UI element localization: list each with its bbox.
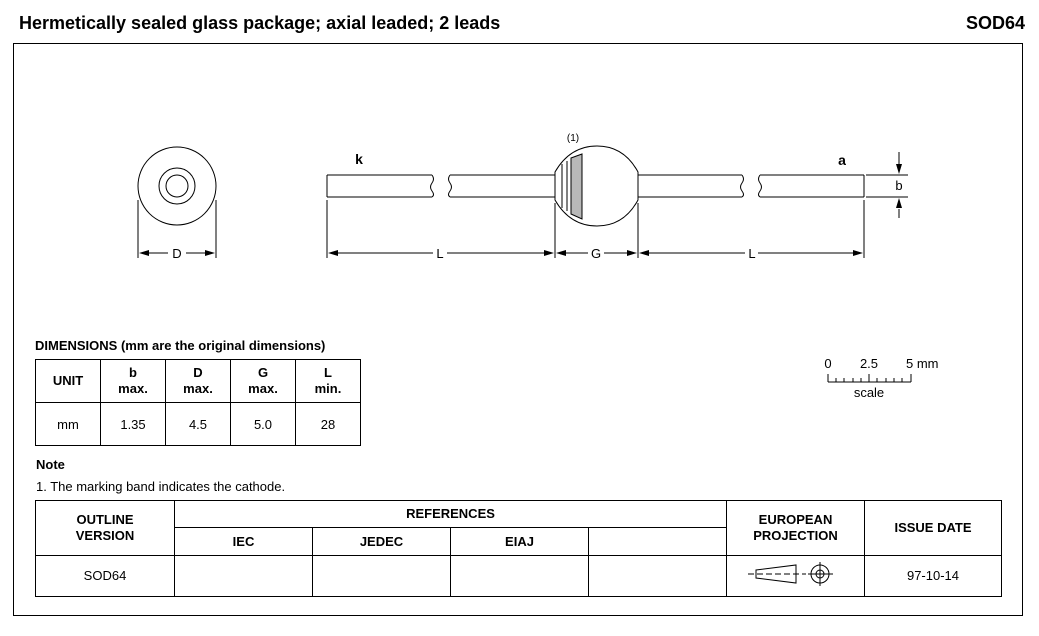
marking-band bbox=[561, 153, 583, 220]
b-arrows bbox=[896, 164, 902, 208]
lead-left-segment-1 bbox=[326, 174, 434, 198]
dim-header-unit: UNIT bbox=[35, 359, 101, 403]
glass-body bbox=[554, 145, 639, 227]
european-projection-symbol bbox=[747, 562, 833, 586]
label-b: b bbox=[895, 178, 902, 193]
end-view-outer-circle bbox=[137, 146, 217, 226]
references-header: REFERENCES bbox=[174, 500, 727, 528]
reference-extra-header bbox=[588, 527, 727, 556]
lead-left-segment-2 bbox=[448, 174, 555, 198]
reference-extra-value bbox=[588, 555, 727, 597]
jedec-header: JEDEC bbox=[312, 527, 451, 556]
b-dimension bbox=[866, 152, 908, 218]
dim-value-d: 4.5 bbox=[165, 402, 231, 446]
dim-value-unit: mm bbox=[35, 402, 101, 446]
label-l-left: L bbox=[436, 246, 443, 261]
label-anode-a: a bbox=[838, 152, 846, 168]
page-title: Hermetically sealed glass package; axial… bbox=[19, 13, 501, 33]
iec-header: IEC bbox=[174, 527, 313, 556]
d-arrows bbox=[139, 250, 215, 256]
scale-label: scale bbox=[854, 385, 884, 400]
length-arrows bbox=[328, 250, 863, 256]
dim-value-g: 5.0 bbox=[230, 402, 296, 446]
scale-tick-mid: 2.5 bbox=[860, 356, 878, 371]
eiaj-value bbox=[450, 555, 589, 597]
dimensions-title: DIMENSIONS (mm are the original dimensio… bbox=[35, 338, 326, 353]
dim-value-b: 1.35 bbox=[100, 402, 166, 446]
scale-tick-0: 0 bbox=[824, 356, 831, 371]
label-l-right: L bbox=[748, 246, 755, 261]
iec-value bbox=[174, 555, 313, 597]
side-view bbox=[326, 145, 865, 227]
end-view-middle-circle bbox=[158, 167, 196, 205]
lead-right-segment-1 bbox=[638, 174, 744, 198]
label-cathode-k: k bbox=[355, 151, 363, 167]
scale-tick-end: 5 mm bbox=[906, 356, 939, 371]
end-view bbox=[137, 146, 217, 258]
projection-symbol-cell bbox=[726, 555, 865, 597]
package-code: SOD64 bbox=[965, 13, 1025, 33]
note-text: 1. The marking band indicates the cathod… bbox=[36, 479, 286, 494]
issue-date-header: ISSUE DATE bbox=[864, 500, 1002, 556]
outline-version-value: SOD64 bbox=[35, 555, 175, 597]
label-g: G bbox=[591, 246, 601, 261]
eiaj-header: EIAJ bbox=[450, 527, 589, 556]
length-dimensions bbox=[326, 200, 865, 258]
drawing-frame bbox=[13, 43, 1023, 616]
issue-date-value: 97-10-14 bbox=[864, 555, 1002, 597]
label-d: D bbox=[172, 246, 181, 261]
end-view-inner-circle bbox=[165, 174, 189, 198]
dim-value-l: 28 bbox=[295, 402, 361, 446]
note-title: Note bbox=[36, 457, 65, 472]
scale-bar bbox=[827, 374, 912, 383]
label-note-ref: (1) bbox=[567, 133, 579, 144]
jedec-value bbox=[312, 555, 451, 597]
marking-band-fill bbox=[570, 153, 583, 220]
lead-right-segment-2 bbox=[758, 174, 865, 198]
